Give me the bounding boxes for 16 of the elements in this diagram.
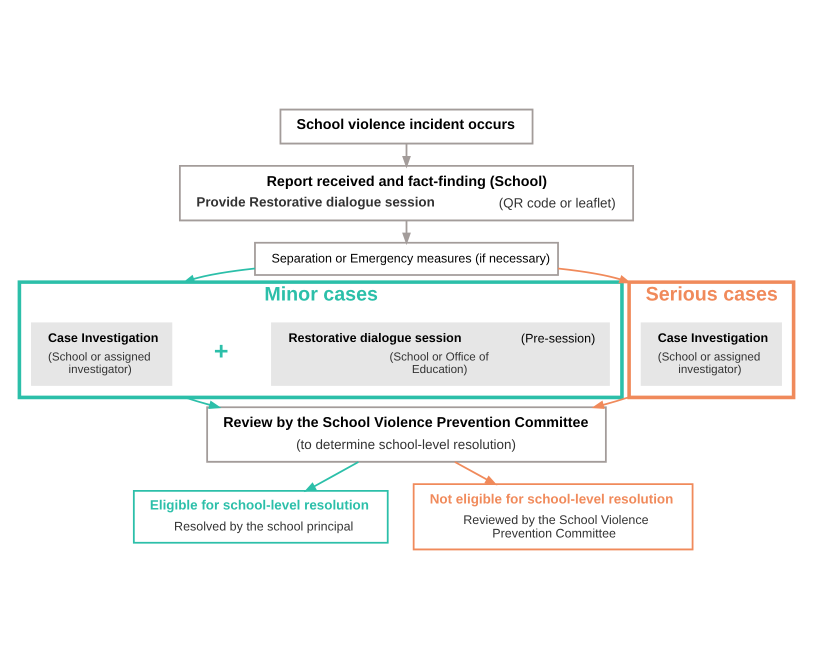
arrow	[591, 396, 630, 410]
node-box: School violence incident occurs	[280, 108, 534, 144]
node-box: Restorative dialogue session(Pre-session) (School or Office of Education)	[271, 322, 610, 386]
arrow	[402, 144, 411, 169]
node-box: Report received and fact-finding (School) Provide Restorative dialogue session (QR code or leaflet)	[178, 165, 634, 222]
node-box: Case Investigation (School or assigned investigator)	[640, 322, 782, 386]
node-box: Not eligible for school-level resolution Reviewed by the School Violence Prevention Committee	[412, 483, 694, 550]
arrow	[184, 396, 222, 410]
label: +	[214, 337, 228, 366]
node-box: Case Investigation (School or assigned investigator)	[31, 322, 172, 386]
arrow	[402, 220, 411, 246]
arrow	[454, 461, 498, 486]
node-box: Eligible for school-level resolution Resolved by the school principal	[132, 490, 389, 544]
node-box: Separation or Emergency measures (if necessary)	[254, 242, 559, 276]
arrow	[304, 461, 359, 492]
node-box: Review by the School Violence Prevention Committee (to determine school-level resolution)	[206, 406, 607, 463]
